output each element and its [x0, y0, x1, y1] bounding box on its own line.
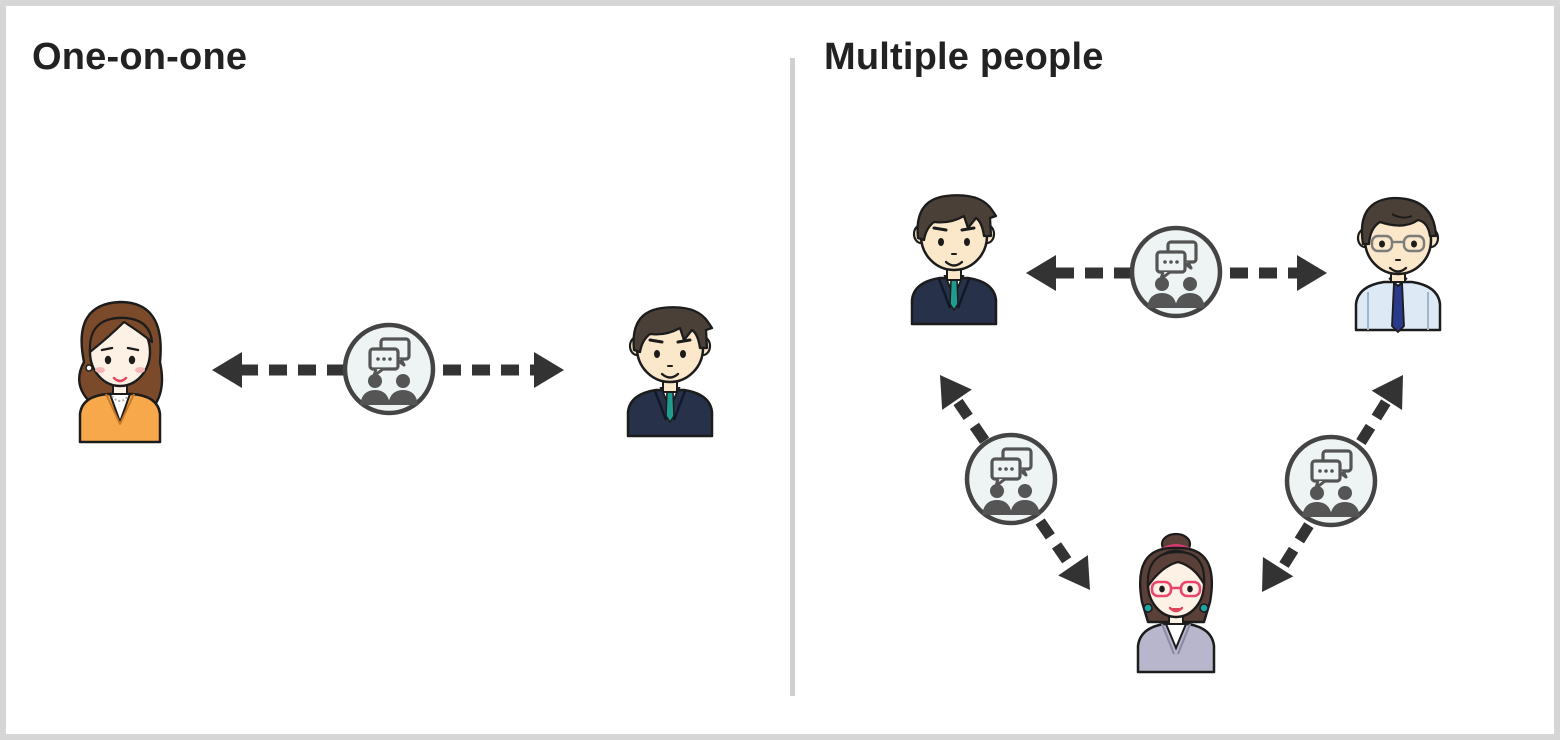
conversation-icon — [1132, 228, 1220, 316]
man-with-glasses — [1354, 196, 1442, 334]
one-on-one-scene — [77, 300, 714, 444]
conversation-icon — [967, 435, 1055, 523]
man-dark-suit-right-panel — [910, 193, 998, 326]
panel-divider — [790, 58, 795, 696]
multiple-people-scene — [910, 193, 1442, 674]
man-dark-suit-left — [626, 305, 714, 438]
woman-orange-blazer — [77, 300, 164, 444]
woman-with-glasses — [1136, 532, 1216, 674]
conversation-icon — [1287, 437, 1375, 525]
one-on-one-title: One-on-one — [32, 36, 248, 78]
multiple-people-title: Multiple people — [824, 36, 1104, 78]
conversation-icon — [345, 325, 433, 413]
